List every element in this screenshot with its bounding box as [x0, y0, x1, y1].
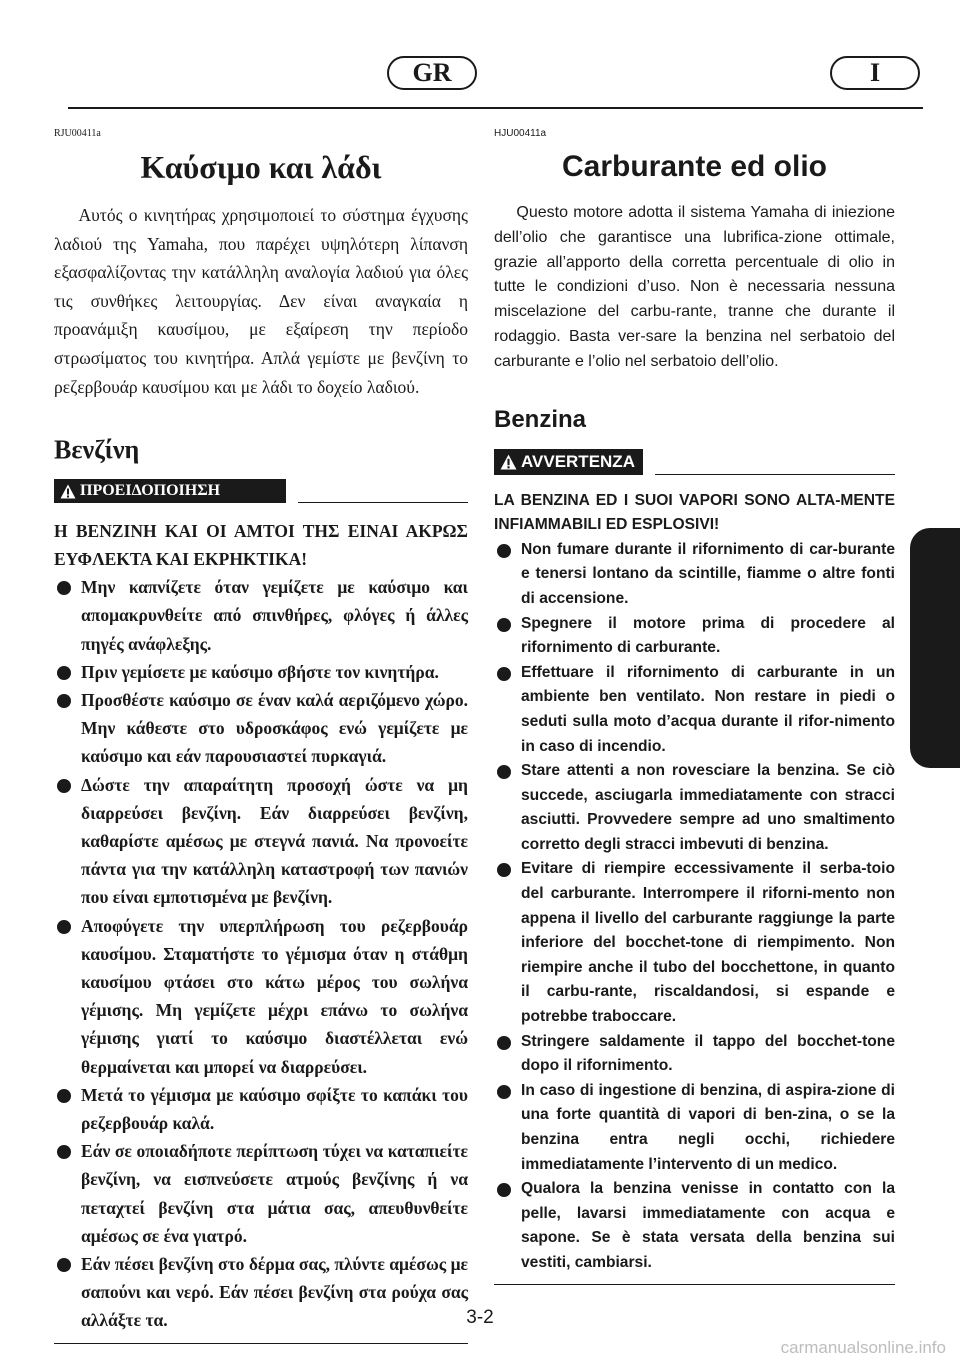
warning-heading: LA BENZINA ED I SUOI VAPORI SONO ALTA-ME… [494, 491, 895, 534]
warning-triangle-icon [500, 454, 517, 470]
warning-rule [654, 473, 895, 475]
warning-end-rule [494, 1283, 895, 1285]
greek-column: RJU00411a Καύσιμο και λάδι Αυτός ο κινητ… [54, 128, 468, 1344]
list-item: Stringere saldamente il tappo del bocche… [494, 1030, 895, 1079]
list-item: Εάν πέσει βενζίνη στο δέρμα σας, πλύντε … [54, 1250, 468, 1335]
list-item: Δώστε την απαραίτητη προσοχή ώστε να μη … [54, 771, 468, 912]
page-number: 3-2 [466, 1307, 494, 1328]
list-item: Μετά το γέμισμα με καύσιμο σφίξτε το καπ… [54, 1081, 468, 1137]
list-item: Εάν σε οποιαδήποτε περίπτωση τύχει να κα… [54, 1137, 468, 1250]
warning-list: Μην καπνίζετε όταν γεμίζετε με καύσιμο κ… [54, 573, 468, 1334]
language-badge-gr: GR [387, 56, 477, 90]
warning-label: AVVERTENZA [494, 448, 643, 475]
subheading: Βενζίνη [54, 435, 140, 465]
warning-label: ΠΡΟΕΙΔΟΠΟΙΗΣΗ [54, 479, 286, 504]
warning-end-rule [54, 1342, 468, 1344]
section-title: Καύσιμο και λάδι [140, 149, 382, 185]
list-item: Qualora la benzina venisse in contatto c… [494, 1177, 895, 1275]
list-item: Μην καπνίζετε όταν γεμίζετε με καύσιμο κ… [54, 573, 468, 658]
warning-list: Non fumare durante il rifornimento di ca… [494, 538, 895, 1276]
intro-paragraph: Αυτός ο κινητήρας χρησιμοποιεί το σύστημ… [54, 205, 468, 397]
subheading: Benzina [494, 405, 587, 433]
warning-rule [298, 502, 468, 504]
section-code: RJU00411a [54, 128, 101, 139]
header-rule [68, 107, 923, 109]
italian-column: HJU00411a Carburante ed olio Questo moto… [494, 128, 895, 1285]
list-item: Αποφύγετε την υπερπλήρωση του ρεζερβουάρ… [54, 912, 468, 1081]
list-item: Non fumare durante il rifornimento di ca… [494, 538, 895, 612]
list-item: Evitare di riempire eccessivamente il se… [494, 857, 895, 1029]
warning-triangle-icon [60, 484, 76, 499]
list-item: Spegnere il motore prima di procedere al… [494, 612, 895, 661]
section-title: Carburante ed olio [561, 150, 828, 183]
list-item: Effettuare il rifornimento di carburante… [494, 661, 895, 759]
intro-paragraph: Questo motore adotta il sistema Yamaha d… [494, 204, 895, 370]
warning-heading: Η ΒΕΝΖΙΝΗ ΚΑΙ ΟΙ ΑΜΤΟΙ ΤΗΣ ΕΙΝΑΙ ΑΚΡΩΣ Ε… [54, 521, 468, 570]
list-item: Πριν γεμίσετε με καύσιμο σβήστε τον κινη… [54, 658, 468, 686]
language-badge-i: I [830, 56, 920, 90]
list-item: Stare attenti a non rovesciare la benzin… [494, 759, 895, 857]
warning-header: ΠΡΟΕΙΔΟΠΟΙΗΣΗ [54, 479, 468, 504]
section-code: HJU00411a [494, 128, 547, 139]
list-item: Προσθέστε καύσιμο σε έναν καλά αεριζόμεν… [54, 686, 468, 771]
chapter-tab [910, 528, 960, 768]
warning-header: AVVERTENZA [494, 448, 895, 475]
watermark: carmanualsonline.info [780, 1338, 946, 1357]
list-item: In caso di ingestione di benzina, di asp… [494, 1079, 895, 1177]
